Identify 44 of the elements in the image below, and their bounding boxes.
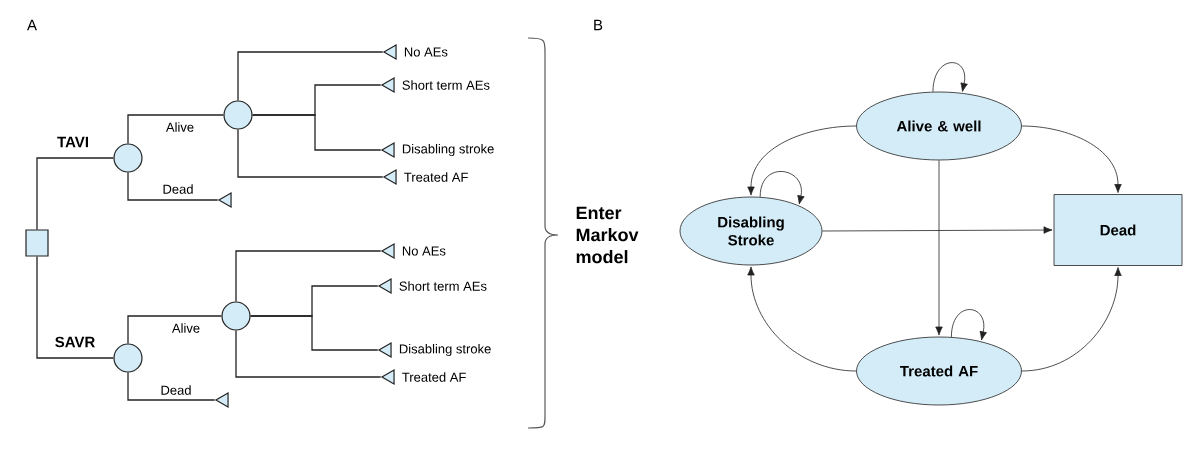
- branch-line: [237, 51, 384, 102]
- outcome-label: No AEs: [402, 246, 446, 256]
- branch-line: [127, 171, 219, 201]
- branch-line: [127, 114, 225, 145]
- outcome-label: Short term AEs: [402, 80, 490, 90]
- outcome-label: Disabling stroke: [402, 143, 494, 157]
- box-node: [25, 229, 49, 257]
- edge-label: SAVR: [55, 336, 95, 348]
- transition-arrow: [822, 226, 1053, 234]
- outcome-label: No AEs: [404, 47, 448, 57]
- panel-letter: A: [27, 19, 37, 31]
- outcome-label: Disabling stroke: [399, 343, 491, 357]
- outcome-label: Treated AF: [404, 172, 468, 182]
- self-loop-arrow: [951, 309, 987, 341]
- transition-arrow: [1021, 267, 1122, 372]
- transition-arrow: [935, 160, 943, 336]
- edge-label: Dead: [161, 385, 191, 395]
- self-loop-arrow: [759, 171, 805, 205]
- edge-label: Dead: [163, 184, 193, 194]
- state-box: Dead: [1053, 194, 1183, 266]
- branch-line: [127, 315, 223, 345]
- outcome-label: Short term AEs: [399, 281, 487, 291]
- edge-label: TAVI: [57, 136, 88, 148]
- chance-circle: [113, 143, 143, 173]
- self-loop-arrow: [932, 62, 968, 93]
- branch-line: [127, 371, 216, 401]
- edge-label: Alive: [171, 323, 200, 333]
- branch-line: [251, 114, 382, 151]
- edge-label: Alive: [165, 122, 194, 132]
- branch-line: [235, 250, 382, 303]
- branch-line: [237, 128, 384, 178]
- chance-circle: [113, 343, 143, 373]
- transition-arrow: [1021, 125, 1122, 193]
- transition-arrow: [747, 266, 857, 372]
- transition-arrow: [747, 125, 857, 196]
- branch-line: [36, 157, 115, 231]
- chance-circle: [221, 301, 251, 331]
- branch-line: [36, 255, 115, 359]
- note-text: Enter Markov model: [576, 206, 639, 264]
- chance-circle: [223, 100, 253, 130]
- branch-line: [249, 315, 379, 351]
- outcome-label: Treated AF: [402, 372, 466, 382]
- branch-line: [235, 329, 382, 378]
- panel-letter: B: [594, 19, 603, 31]
